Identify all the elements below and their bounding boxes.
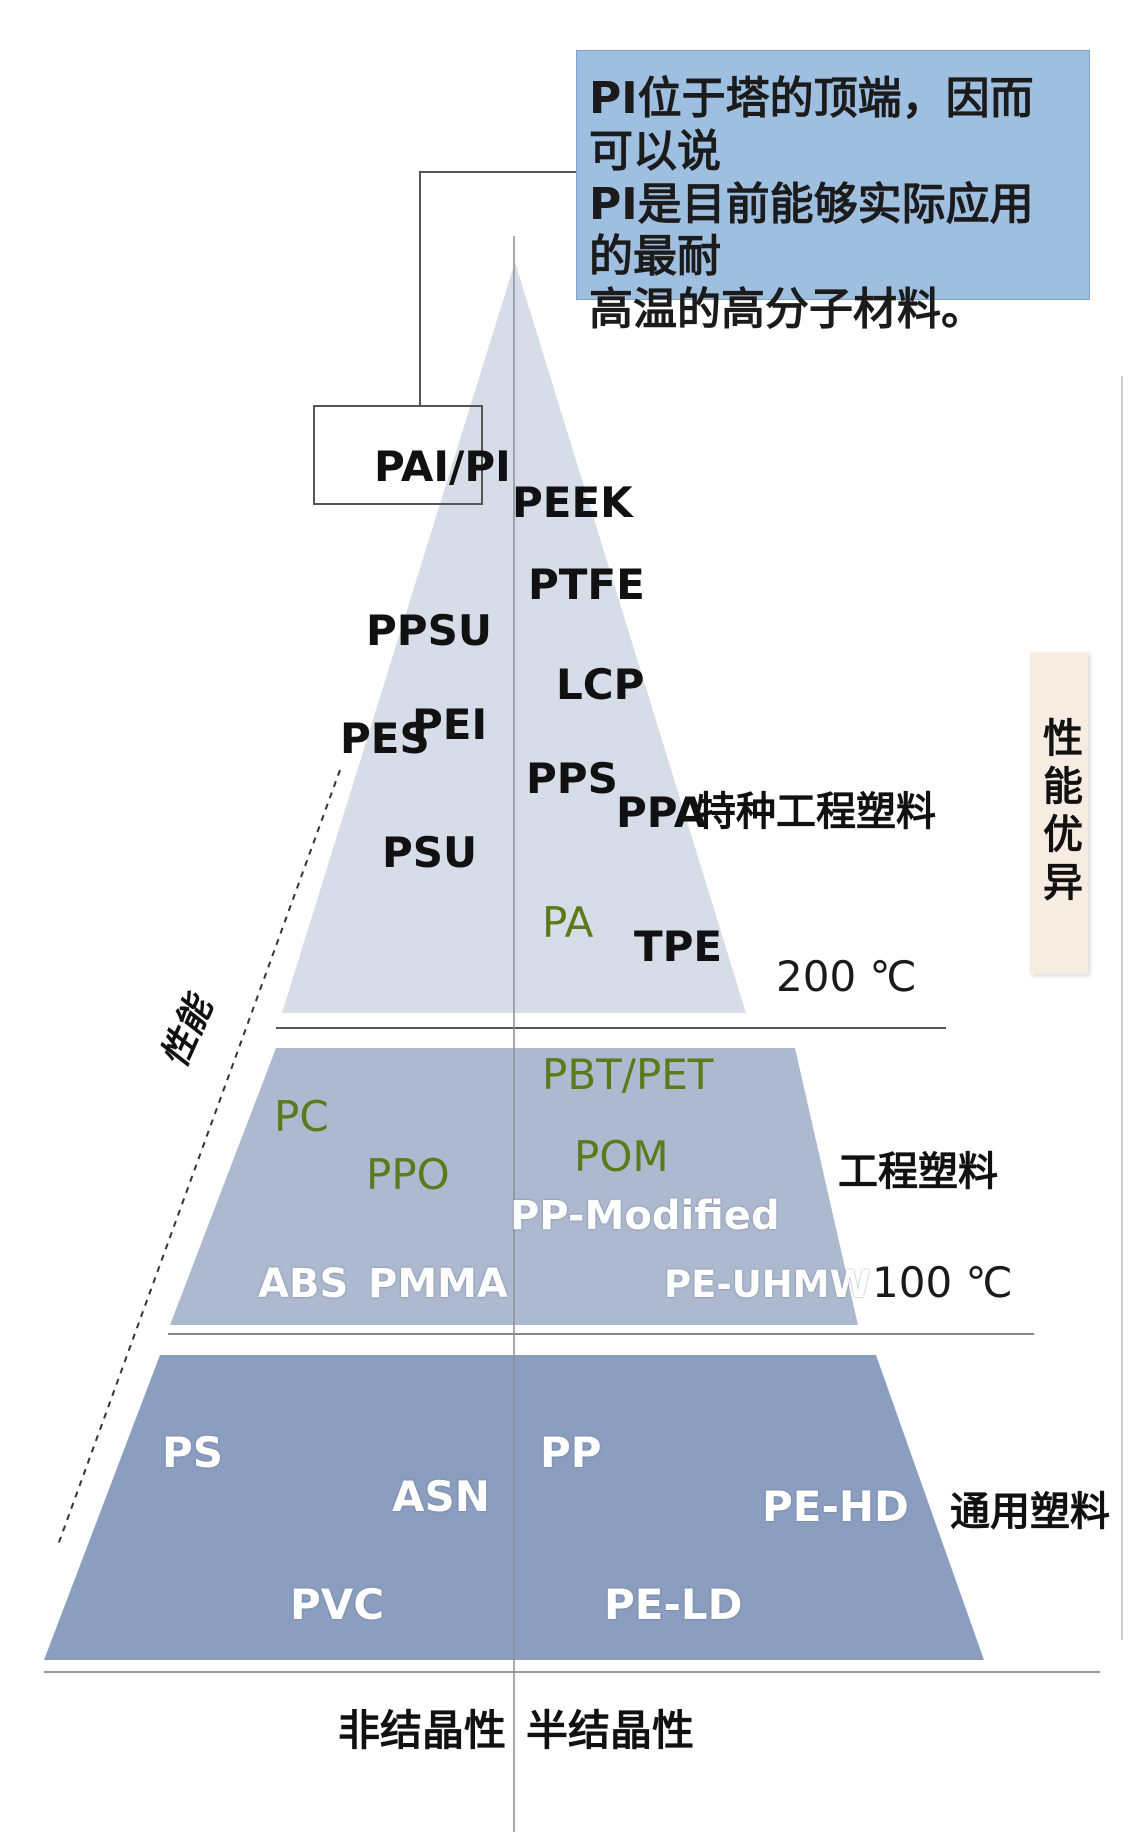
tier-top-name: 特种工程塑料 — [696, 789, 936, 835]
material-pp: PP — [540, 1428, 602, 1477]
material-pvc: PVC — [290, 1580, 385, 1629]
tier-middle-name: 工程塑料 — [838, 1149, 998, 1195]
tier-middle-temperature: 100 ℃ — [872, 1258, 1013, 1307]
axis-label-amorphous: 非结晶性 — [338, 1706, 507, 1755]
material-ps: PS — [162, 1428, 224, 1477]
tier-top-temperature: 200 ℃ — [776, 952, 917, 1001]
material-asn: ASN — [392, 1472, 490, 1521]
material-pmma: PMMA — [368, 1261, 508, 1307]
performance-excellent-label: 性能优异 — [1036, 717, 1082, 909]
material-pe-hd: PE-HD — [762, 1482, 909, 1531]
material-pe-ld: PE-LD — [604, 1580, 743, 1629]
material-pc: PC — [274, 1092, 329, 1141]
material-abs: ABS — [258, 1261, 349, 1307]
material-ppsu: PPSU — [366, 606, 492, 655]
callout-line-2: PI是目前能够实际应用的最耐 — [589, 178, 1034, 283]
material-peek: PEEK — [512, 478, 633, 527]
material-pes: PES — [340, 714, 430, 763]
callout-line-3: 高温的高分子材料。 — [589, 284, 985, 336]
material-ptfe: PTFE — [528, 560, 645, 609]
material-ppo: PPO — [366, 1150, 450, 1199]
material-pei: PEI — [412, 700, 488, 749]
material-pom: POM — [574, 1132, 669, 1181]
performance-dashed-line — [57, 769, 341, 1546]
material-psu: PSU — [382, 828, 478, 877]
material-pbt-pet: PBT/PET — [542, 1050, 714, 1099]
material-pa: PA — [542, 898, 594, 947]
pi-callout-box: PI位于塔的顶端，因而可以说 PI是目前能够实际应用的最耐 高温的高分子材料。 — [576, 50, 1090, 335]
material-ppa: PPA — [616, 788, 707, 837]
tier-bottom-name: 通用塑料 — [950, 1489, 1110, 1535]
material-pe-uhmw: PE-UHMW — [664, 1263, 871, 1306]
callout-line-1: PI位于塔的顶端，因而可以说 — [589, 73, 1034, 177]
pai-pi-highlight-box — [313, 405, 483, 505]
axis-label-semicrystalline: 半结晶性 — [526, 1706, 695, 1755]
performance-excellent-box: 性能优异 — [1030, 652, 1088, 974]
material-pps: PPS — [526, 754, 618, 803]
material-tpe: TPE — [634, 922, 723, 971]
material-lcp: LCP — [556, 660, 645, 709]
callout-connector — [419, 171, 576, 406]
material-pp-modified: PP-Modified — [510, 1193, 780, 1239]
material-pai-pi: PAI/PI — [374, 442, 511, 491]
